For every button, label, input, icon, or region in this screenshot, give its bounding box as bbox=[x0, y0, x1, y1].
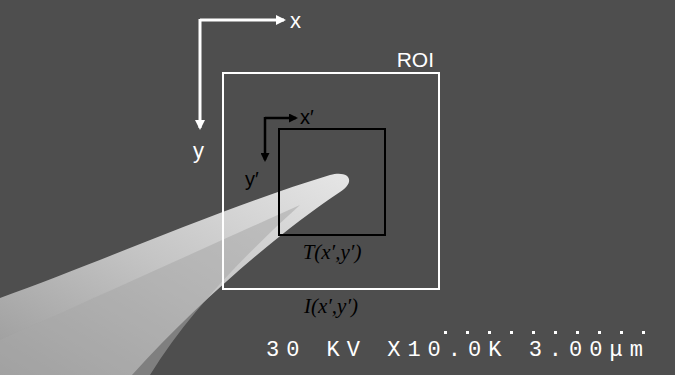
x-prime-label: x′ bbox=[300, 106, 314, 129]
image-label: I(x′,y′) bbox=[304, 294, 358, 319]
sem-info: 30 KV X10.0K 3.00μm bbox=[266, 338, 650, 363]
x-axis-arrow bbox=[200, 19, 284, 22]
x-prime-arrow bbox=[265, 117, 296, 120]
template-box: T(x′,y′) bbox=[278, 128, 386, 236]
y-prime-arrow bbox=[264, 117, 267, 160]
probe-shade bbox=[0, 205, 300, 375]
y-prime-label: y′ bbox=[245, 168, 259, 191]
y-axis-arrow bbox=[199, 19, 202, 128]
roi-label: ROI bbox=[397, 48, 434, 72]
scale-dots bbox=[444, 331, 645, 334]
template-label: T(x′,y′) bbox=[303, 240, 362, 265]
y-axis-label: y bbox=[193, 138, 204, 164]
x-axis-label: x bbox=[290, 8, 301, 34]
